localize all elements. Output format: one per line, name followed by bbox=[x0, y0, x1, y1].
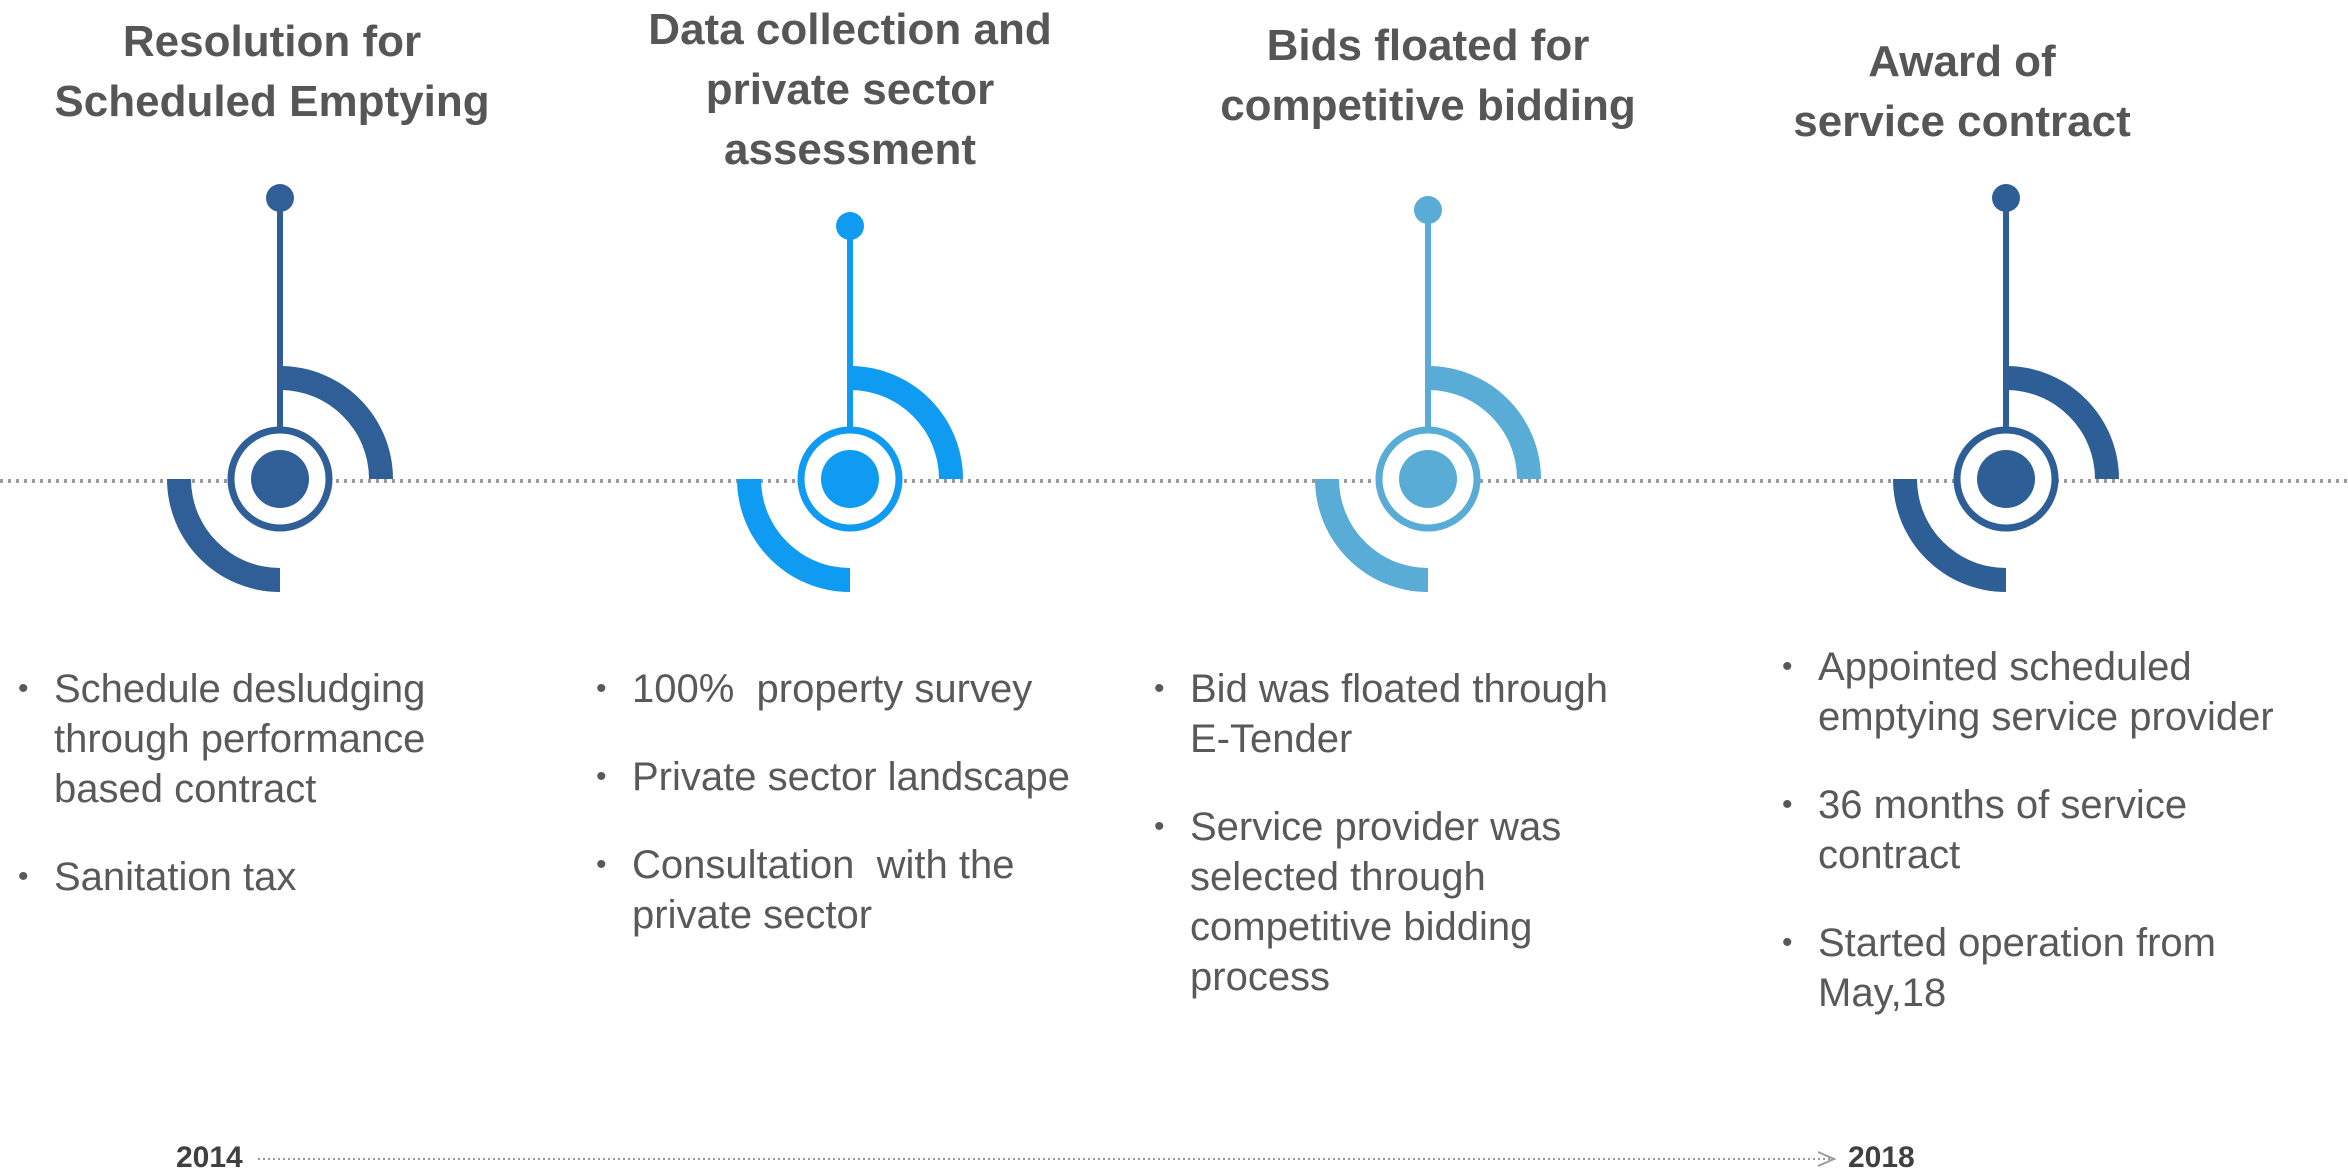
bullet-text-line: Schedule desludging bbox=[54, 667, 426, 711]
bullet-text-line: Private sector landscape bbox=[632, 755, 1071, 799]
bullet-text-line: May,18 bbox=[1818, 971, 1947, 1015]
bullet-text-line: 100% property survey bbox=[632, 667, 1033, 711]
list-item: • Private sector landscape bbox=[590, 752, 1130, 802]
marker-arc-icon bbox=[850, 366, 963, 479]
milestone-2-title: Data collection and private sector asses… bbox=[648, 0, 1051, 180]
bullet-text-line: process bbox=[1190, 955, 1331, 999]
marker-arc-icon bbox=[1893, 479, 2006, 592]
milestone-3-title-line: competitive bidding bbox=[1220, 81, 1636, 130]
bullet-text-line: Sanitation tax bbox=[54, 855, 297, 899]
bullet-text-line: private sector bbox=[632, 893, 873, 937]
bullet-text-line: selected through bbox=[1190, 855, 1486, 899]
milestone-3-title: Bids floated for competitive bidding bbox=[1220, 16, 1636, 136]
bullet-text-line: Started operation from bbox=[1818, 921, 2216, 965]
bullet-text-line: emptying service provider bbox=[1818, 695, 2274, 739]
bullet-icon: • bbox=[18, 860, 29, 893]
list-item: • Sanitation tax bbox=[12, 852, 552, 902]
bullet-text-line: contract bbox=[1818, 833, 1961, 877]
milestone-1-marker bbox=[167, 184, 393, 592]
marker-top-dot-icon bbox=[1992, 184, 2020, 212]
bullet-icon: • bbox=[1782, 650, 1793, 683]
marker-center-dot-icon bbox=[821, 450, 879, 508]
bullet-text-line: E-Tender bbox=[1190, 717, 1353, 761]
milestone-4-title: Award of service contract bbox=[1793, 32, 2131, 152]
bullet-text-line: Appointed scheduled bbox=[1818, 645, 2192, 689]
milestone-4-title-line: service contract bbox=[1793, 97, 2131, 146]
bullet-text-line: Consultation with the bbox=[632, 843, 1015, 887]
milestone-1-title: Resolution for Scheduled Emptying bbox=[54, 12, 489, 132]
milestone-3-details: • Bid was floated through E-Tender • Ser… bbox=[1148, 664, 1688, 1040]
marker-arc-icon bbox=[1428, 366, 1541, 479]
marker-arc-icon bbox=[2006, 366, 2119, 479]
milestone-1-title-line: Scheduled Emptying bbox=[54, 77, 490, 126]
year-axis-arrow-icon bbox=[1817, 1151, 1837, 1167]
bullet-icon: • bbox=[1782, 926, 1793, 959]
list-item: • Consultation with the private sector bbox=[590, 840, 1130, 940]
list-item: • Bid was floated through E-Tender bbox=[1148, 664, 1688, 764]
list-item: • 100% property survey bbox=[590, 664, 1130, 714]
bullet-icon: • bbox=[1154, 672, 1165, 705]
marker-arc-icon bbox=[167, 479, 280, 592]
list-item: • Appointed scheduled emptying service p… bbox=[1776, 642, 2336, 742]
marker-top-dot-icon bbox=[836, 212, 864, 240]
milestone-1-details: • Schedule desludging through performanc… bbox=[12, 664, 552, 940]
milestone-4-details: • Appointed scheduled emptying service p… bbox=[1776, 642, 2336, 1056]
bullet-icon: • bbox=[18, 672, 29, 705]
bullet-text-line: competitive bidding bbox=[1190, 905, 1533, 949]
list-item: • Service provider was selected through … bbox=[1148, 802, 1688, 1002]
list-item: • Schedule desludging through performanc… bbox=[12, 664, 552, 814]
milestone-2-title-line: private sector bbox=[705, 65, 995, 114]
bullet-text-line: based contract bbox=[54, 767, 317, 811]
marker-center-dot-icon bbox=[1399, 450, 1457, 508]
list-item: • Started operation from May,18 bbox=[1776, 918, 2336, 1018]
bullet-icon: • bbox=[596, 760, 607, 793]
milestone-2-marker bbox=[737, 212, 963, 592]
marker-top-dot-icon bbox=[266, 184, 294, 212]
milestone-2-details: • 100% property survey • Private sector … bbox=[590, 664, 1130, 978]
bullet-text-line: Service provider was bbox=[1190, 805, 1562, 849]
marker-arc-icon bbox=[1315, 479, 1428, 592]
marker-center-dot-icon bbox=[1977, 450, 2035, 508]
milestone-3-title-line: Bids floated for bbox=[1266, 21, 1590, 70]
bullet-text-line: Bid was floated through bbox=[1190, 667, 1609, 711]
bullet-icon: • bbox=[1154, 810, 1165, 843]
end-year-label: 2018 bbox=[1848, 1141, 1915, 1174]
marker-arc-icon bbox=[737, 479, 850, 592]
list-item: • 36 months of service contract bbox=[1776, 780, 2336, 880]
bullet-text-line: through performance bbox=[54, 717, 426, 761]
milestone-2-title-line: assessment bbox=[724, 125, 976, 174]
bullet-icon: • bbox=[1782, 788, 1793, 821]
milestone-1-title-line: Resolution for bbox=[122, 17, 422, 66]
bullet-icon: • bbox=[596, 848, 607, 881]
milestone-2-title-line: Data collection and bbox=[648, 5, 1052, 54]
marker-center-dot-icon bbox=[251, 450, 309, 508]
bullet-icon: • bbox=[596, 672, 607, 705]
milestone-4-marker bbox=[1893, 184, 2119, 592]
marker-arc-icon bbox=[280, 366, 393, 479]
start-year-label: 2014 bbox=[176, 1141, 243, 1174]
marker-top-dot-icon bbox=[1414, 196, 1442, 224]
milestone-3-marker bbox=[1315, 196, 1541, 592]
milestone-4-title-line: Award of bbox=[1868, 37, 2056, 86]
bullet-text-line: 36 months of service bbox=[1818, 783, 2188, 827]
